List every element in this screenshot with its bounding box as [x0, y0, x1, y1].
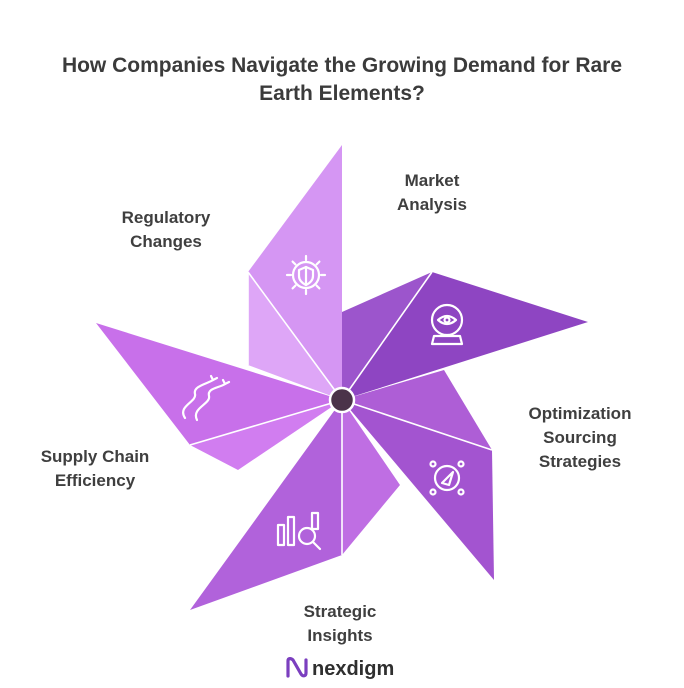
blade-optimization-sourcing-outer: [342, 400, 494, 580]
title-line-1: How Companies Navigate the Growing Deman…: [62, 54, 622, 77]
winding-road-icon: [182, 374, 231, 422]
navigation-compass-icon: [429, 460, 465, 496]
shield-gear-icon: [285, 254, 327, 296]
label-regulatory-line-2: Changes: [130, 232, 202, 251]
title-line-2: Earth Elements?: [259, 82, 425, 105]
label-supply-chain: Supply Chain Efficiency: [41, 447, 150, 490]
label-regulatory-line-1: Regulatory: [122, 208, 211, 227]
crystal-ball-eye-icon: [430, 303, 464, 346]
label-strategic-line-2: Insights: [307, 626, 372, 645]
center-hub: [328, 386, 356, 414]
label-strategic-insights: Strategic Insights: [304, 602, 377, 645]
blade-optimization-sourcing-inner: [342, 370, 492, 450]
blade-optimization-sourcing: [341, 370, 494, 580]
label-market-line-2: Analysis: [397, 195, 467, 214]
blade-supply-chain-outer: [96, 323, 342, 445]
blade-strategic-insights-inner: [342, 400, 400, 555]
label-optimization-line-2: Sourcing: [543, 428, 617, 447]
blade-market-analysis-outer: [342, 272, 588, 400]
label-optimization-sourcing: Optimization Sourcing Strategies: [529, 404, 632, 471]
label-regulatory-changes: Regulatory Changes: [122, 208, 211, 251]
blade-market-analysis: [341, 271, 588, 401]
nexdigm-logo-icon: [286, 657, 308, 678]
blade-strategic-insights: [190, 400, 400, 610]
logo-text: nexdigm: [312, 658, 394, 680]
label-market-line-1: Market: [405, 171, 460, 190]
blade-supply-chain-inner: [190, 400, 342, 470]
label-optimization-line-3: Strategies: [539, 452, 621, 471]
blade-regulatory-changes-outer: [248, 145, 342, 400]
blade-supply-chain: [96, 323, 343, 470]
label-supply-line-1: Supply Chain: [41, 447, 150, 466]
nexdigm-logo: nexdigm: [286, 657, 394, 680]
blade-regulatory-changes: [247, 145, 343, 401]
label-market-analysis: Market Analysis: [397, 171, 467, 214]
chart-magnifier-icon: [276, 511, 322, 551]
label-supply-line-2: Efficiency: [55, 471, 136, 490]
blade-strategic-insights-outer: [190, 400, 342, 610]
label-strategic-line-1: Strategic: [304, 602, 377, 621]
label-optimization-line-1: Optimization: [529, 404, 632, 423]
